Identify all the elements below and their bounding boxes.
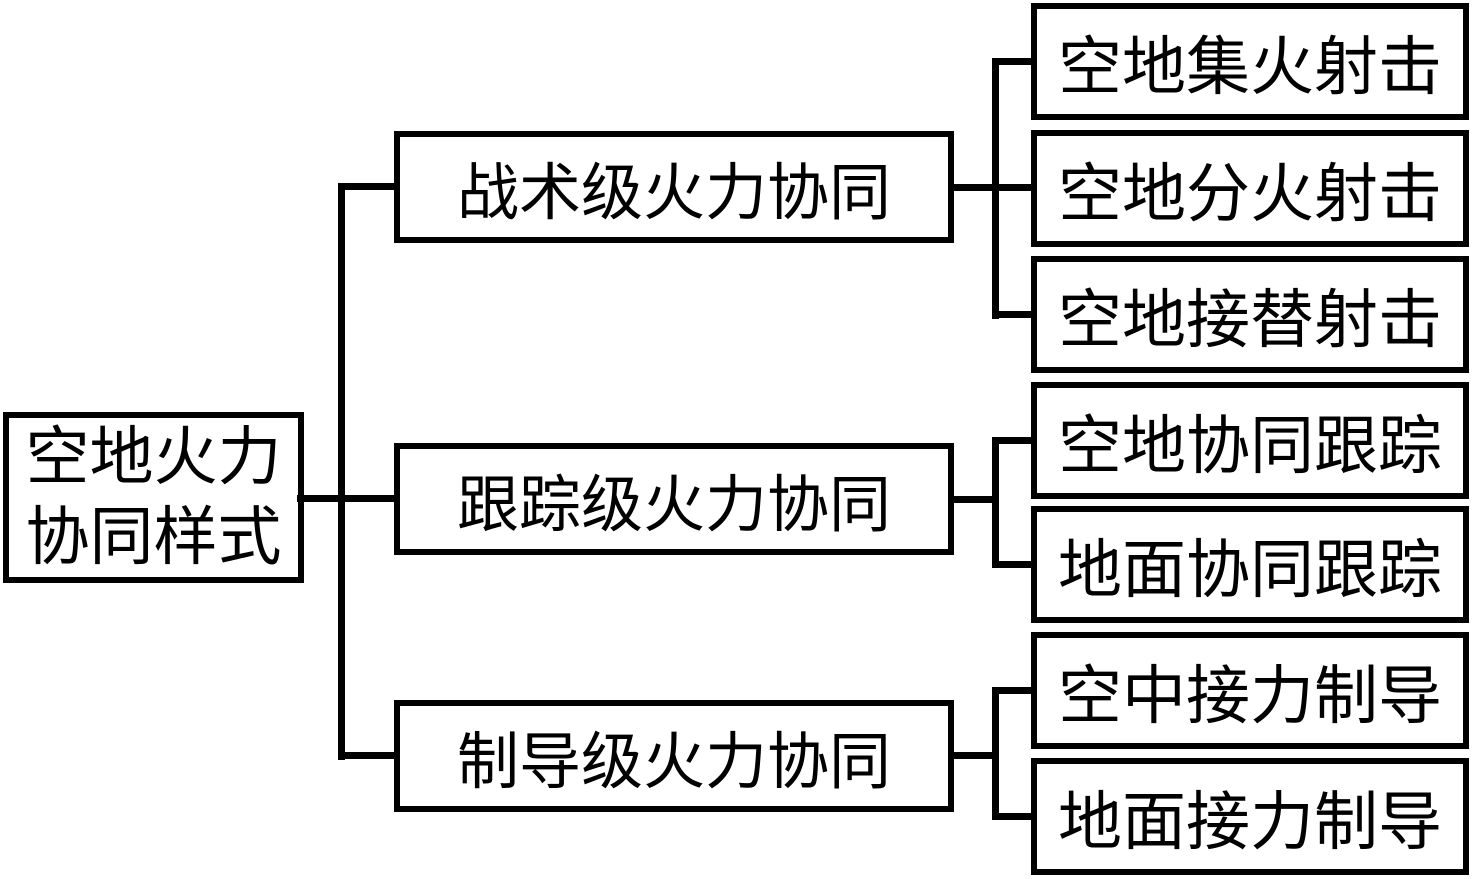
leaf-air-ground-tracking-label: 空地协同跟踪	[1058, 410, 1442, 482]
connector-branch-tactical	[338, 183, 398, 190]
leaf-distributed-fire-label: 空地分火射击	[1058, 158, 1442, 230]
leaf-concentrated-fire-label: 空地集火射击	[1058, 31, 1442, 103]
connector-branch-guidance	[338, 752, 398, 759]
leaf-relay-fire-label: 空地接替射击	[1058, 284, 1442, 356]
leaf-ground-tracking-label: 地面协同跟踪	[1058, 534, 1442, 606]
connector-stub-air-ground-tracking	[992, 437, 1034, 444]
node-guidance-level-label: 制导级火力协同	[456, 729, 891, 797]
connector-stub-air-relay-guidance	[992, 687, 1034, 694]
node-root-label-line1: 空地火力	[25, 421, 282, 493]
connector-guidance-main	[948, 752, 999, 759]
node-tracking-level: 跟踪级火力协同	[394, 443, 954, 555]
node-guidance-level: 制导级火力协同	[394, 700, 954, 812]
leaf-ground-relay-guidance: 地面接力制导	[1031, 758, 1469, 875]
connector-stub-concentrated-fire	[992, 58, 1034, 65]
node-tracking-level-label: 跟踪级火力协同	[456, 472, 891, 540]
connector-stub-relay-fire	[992, 311, 1034, 318]
leaf-ground-tracking: 地面协同跟踪	[1031, 506, 1469, 623]
connector-tracking-trunk	[992, 437, 999, 568]
connector-stub-ground-tracking	[992, 561, 1034, 568]
connector-root-to-tracking	[297, 495, 397, 502]
connector-guidance-trunk	[992, 687, 999, 820]
leaf-air-relay-guidance: 空中接力制导	[1031, 632, 1469, 749]
connector-left-trunk	[338, 183, 345, 760]
connector-tactical-main	[948, 184, 1034, 191]
leaf-air-ground-tracking: 空地协同跟踪	[1031, 382, 1469, 499]
connector-tracking-main	[948, 496, 999, 503]
node-tactical-level-label: 战术级火力协同	[456, 160, 891, 228]
leaf-distributed-fire: 空地分火射击	[1031, 130, 1469, 247]
leaf-air-relay-guidance-label: 空中接力制导	[1058, 660, 1442, 732]
node-root: 空地火力 协同样式	[3, 412, 304, 583]
leaf-relay-fire: 空地接替射击	[1031, 256, 1469, 373]
node-root-label-line2: 协同样式	[25, 501, 282, 573]
leaf-concentrated-fire: 空地集火射击	[1031, 3, 1469, 120]
node-tactical-level: 战术级火力协同	[394, 131, 954, 243]
connector-stub-ground-relay-guidance	[992, 813, 1034, 820]
connector-tactical-trunk	[992, 58, 999, 319]
leaf-ground-relay-guidance-label: 地面接力制导	[1058, 786, 1442, 858]
